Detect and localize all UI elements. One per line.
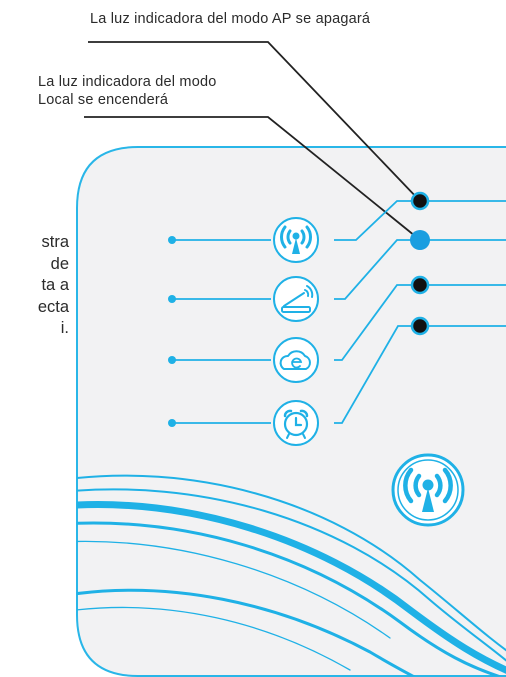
leader-ap [88,41,421,202]
local-mode-icon [273,276,319,322]
connector-endpoints [168,236,176,427]
paragraph-fragment: ecta [37,297,69,316]
callout-leaders [84,41,421,241]
alarm-icon [273,400,319,446]
ap-mode-icon [273,217,319,263]
local-mode-led [410,230,430,250]
paragraph-fragment: i. [60,319,69,337]
ap-mode-led [410,191,430,211]
callout-ap-mode-light-off: La luz indicadora del modo AP se apagará [90,11,371,27]
callout-local-mode-light-on: La luz indicadora del modo Local se ence… [38,73,217,109]
cloud-mode-led [410,275,430,295]
cropped-paragraph: stra de ta a ecta i. [38,232,69,340]
wifi-button-icon[interactable] [391,453,465,527]
cloud-mode-icon [273,337,319,383]
alarm-led [410,316,430,336]
connector-lines [172,200,506,424]
decorative-waves [77,474,506,676]
leader-local [84,116,421,241]
callout-local-line-1: La luz indicadora del modo [38,74,217,90]
paragraph-fragment: ta a [41,276,69,294]
paragraph-fragment: de [50,254,69,273]
paragraph-fragment: stra [41,233,69,251]
callout-local-line-2: Local se encenderá [38,92,169,108]
